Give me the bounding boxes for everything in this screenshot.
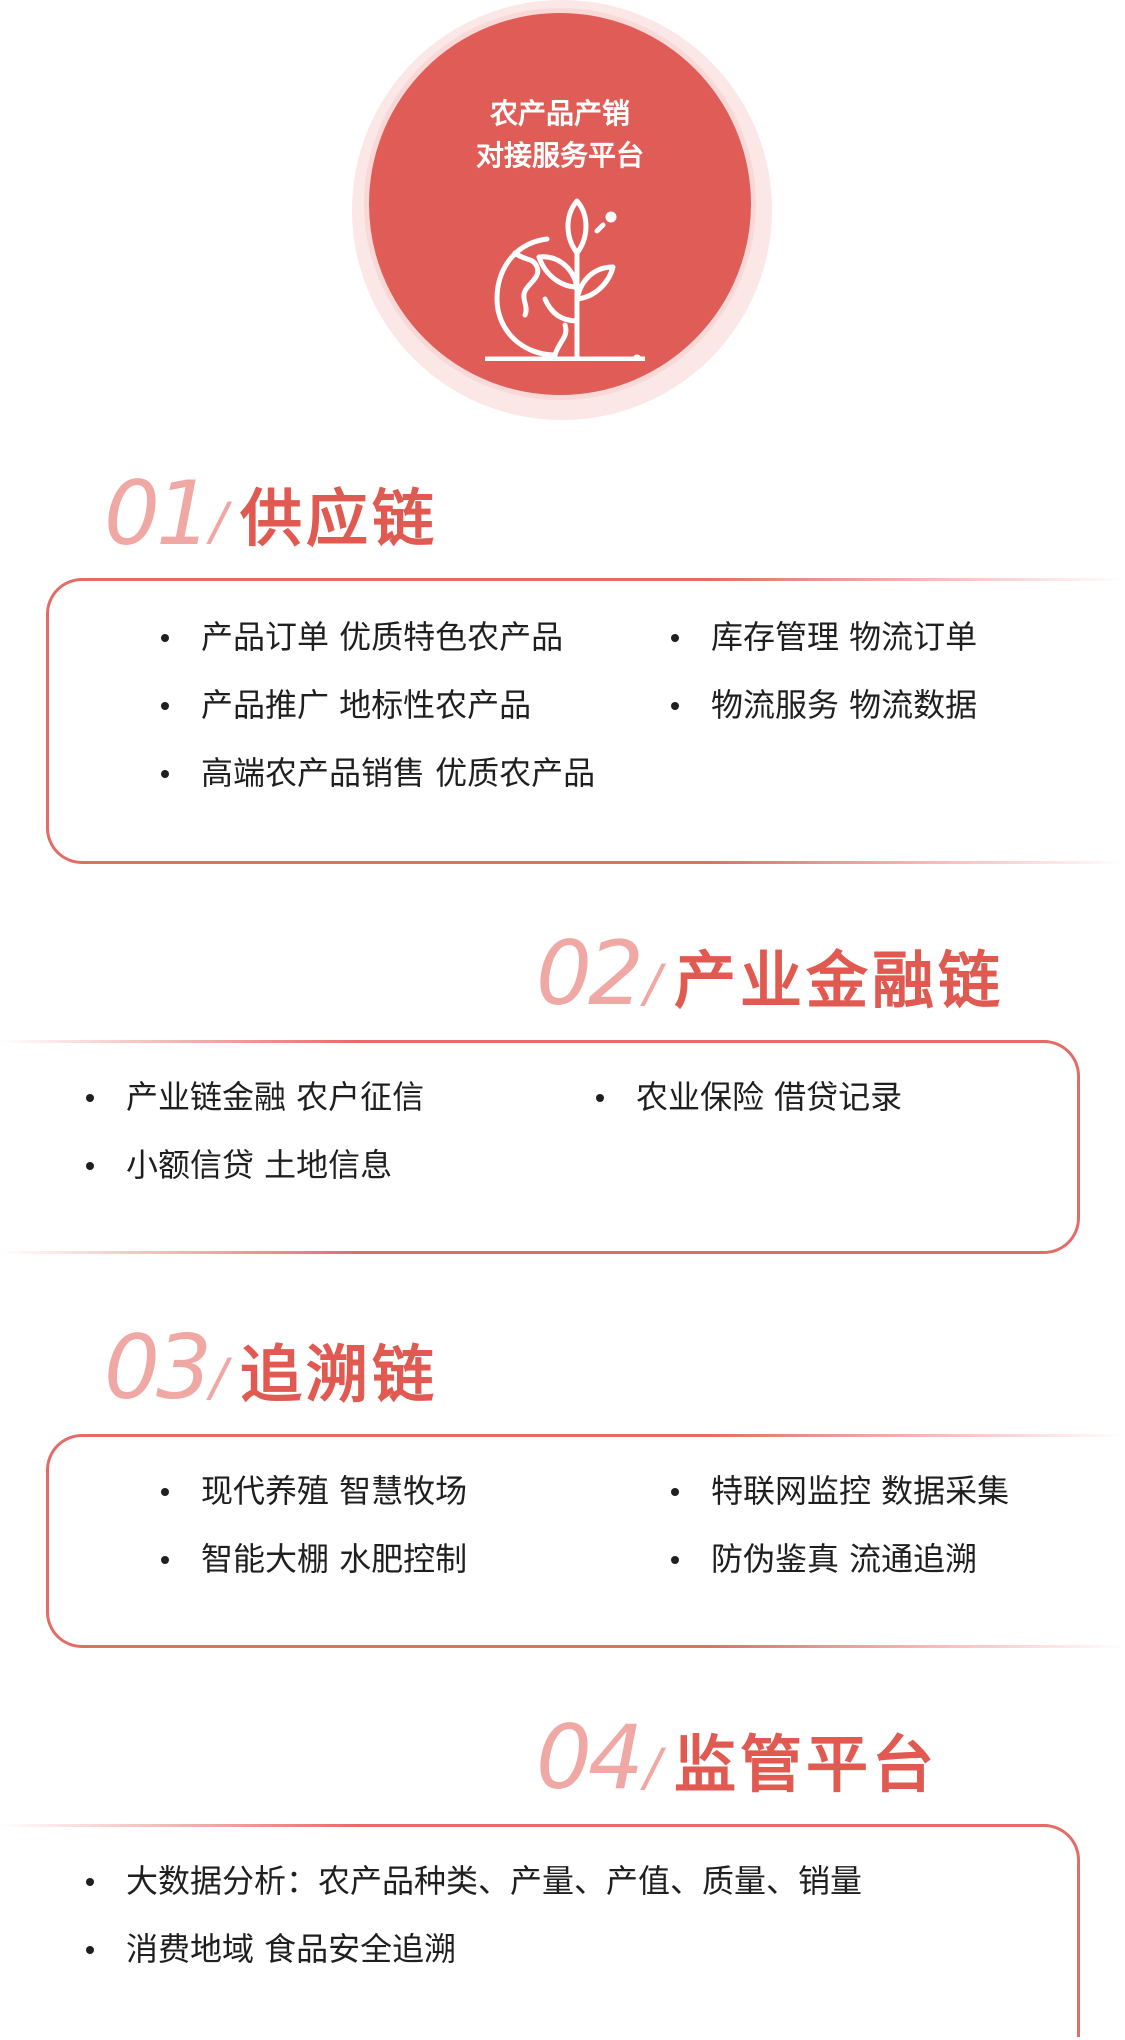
list-item: 农业保险 借贷记录 <box>596 1063 902 1131</box>
section-slash: / <box>210 1348 228 1408</box>
section-card: 产品订单 优质特色农产品 产品推广 地标性农产品 高端农产品销售 优质农产品 库… <box>46 578 1125 864</box>
list-item: 现代养殖 智慧牧场 <box>161 1457 467 1525</box>
hero-title: 农产品产销 对接服务平台 <box>369 93 751 177</box>
section-slash: / <box>210 492 228 552</box>
section-slash: / <box>644 1738 662 1798</box>
section-title: 供应链 <box>240 482 439 555</box>
globe-plant-icon <box>485 198 645 361</box>
section-number: 02 <box>536 922 644 1025</box>
list-item: 大数据分析：农产品种类、产量、产值、质量、销量 <box>86 1847 862 1915</box>
section-title: 追溯链 <box>240 1338 439 1411</box>
list-item: 高端农产品销售 优质农产品 <box>161 739 595 807</box>
section-number: 01 <box>104 462 212 565</box>
section-title: 产业金融链 <box>674 944 1005 1017</box>
left-list: 产业链金融 农户征信 小额信贷 土地信息 <box>86 1063 424 1199</box>
left-list: 大数据分析：农产品种类、产量、产值、质量、销量 消费地域 食品安全追溯 <box>86 1847 862 1983</box>
section-card: 大数据分析：农产品种类、产量、产值、质量、销量 消费地域 食品安全追溯 <box>0 1824 1080 2040</box>
section-number: 03 <box>104 1316 212 1419</box>
section-number: 04 <box>536 1706 644 1809</box>
list-item: 产品订单 优质特色农产品 <box>161 603 595 671</box>
list-item: 防伪鉴真 流通追溯 <box>671 1525 1009 1593</box>
section-card: 现代养殖 智慧牧场 智能大棚 水肥控制 特联网监控 数据采集 防伪鉴真 流通追溯 <box>46 1434 1125 1648</box>
hero-title-line1: 农产品产销 <box>489 97 630 130</box>
list-item: 消费地域 食品安全追溯 <box>86 1915 862 1983</box>
section-card: 产业链金融 农户征信 小额信贷 土地信息 农业保险 借贷记录 <box>0 1040 1080 1254</box>
section-title: 监管平台 <box>674 1728 939 1801</box>
right-list: 库存管理 物流订单 物流服务 物流数据 <box>671 603 977 739</box>
list-item: 产业链金融 农户征信 <box>86 1063 424 1131</box>
section-slash: / <box>644 954 662 1014</box>
hero-badge: 农产品产销 对接服务平台 <box>364 8 756 400</box>
list-item: 特联网监控 数据采集 <box>671 1457 1009 1525</box>
right-list: 特联网监控 数据采集 防伪鉴真 流通追溯 <box>671 1457 1009 1593</box>
list-item: 产品推广 地标性农产品 <box>161 671 595 739</box>
list-item: 库存管理 物流订单 <box>671 603 977 671</box>
left-list: 现代养殖 智慧牧场 智能大棚 水肥控制 <box>161 1457 467 1593</box>
right-list: 农业保险 借贷记录 <box>596 1063 902 1131</box>
left-list: 产品订单 优质特色农产品 产品推广 地标性农产品 高端农产品销售 优质农产品 <box>161 603 595 807</box>
list-item: 小额信贷 土地信息 <box>86 1131 424 1199</box>
hero-title-line2: 对接服务平台 <box>475 139 644 172</box>
list-item: 智能大棚 水肥控制 <box>161 1525 467 1593</box>
list-item: 物流服务 物流数据 <box>671 671 977 739</box>
